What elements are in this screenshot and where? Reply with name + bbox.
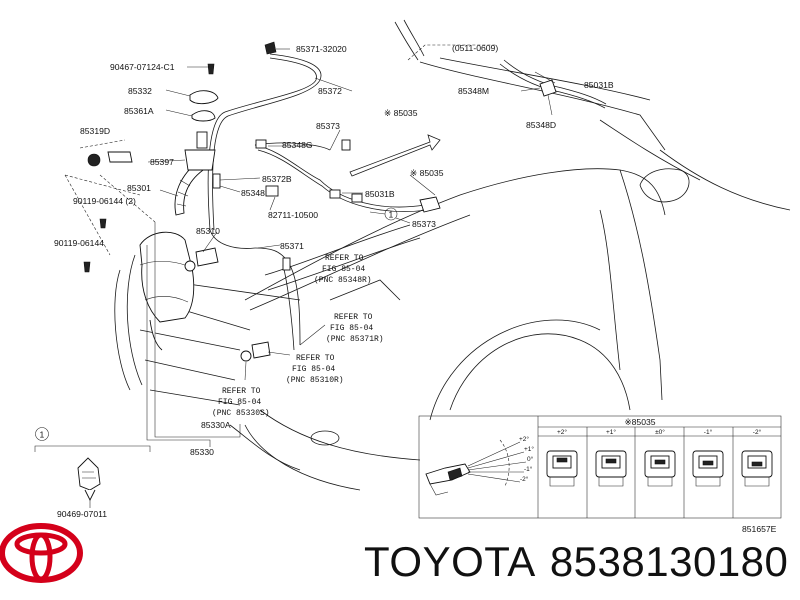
ref-1-line1: REFER TO <box>325 254 364 263</box>
label-85035-low: ※ 85035 <box>410 168 444 178</box>
ref-2-line2: FIG 85-04 <box>330 324 373 333</box>
label-85301: 85301 <box>127 183 151 193</box>
leader-lines <box>146 48 556 447</box>
label-90119-06144-2: 90119-06144 (2) <box>73 196 136 206</box>
label-85031b-top: 85031B <box>584 80 614 90</box>
label-85372b: 85372B <box>262 174 292 184</box>
label-85371-32020: 85371-32020 <box>296 44 347 54</box>
label-85372-top: 85372 <box>318 86 342 96</box>
ref-4-line2: FIG 85-04 <box>218 398 261 407</box>
refer-to-notes: REFER TO FIG 85-04 (PNC 85348R) REFER TO… <box>212 254 384 418</box>
ref-4-line1: REFER TO <box>222 387 261 396</box>
inset-title: ※85035 <box>624 417 655 427</box>
angle-label-2: +1° <box>524 445 534 453</box>
callout-1-detail: 1 <box>40 430 45 440</box>
label-85330a: 85330A <box>201 420 231 430</box>
nozzle-angle-inset: ※85035 +2° +1° ±0° -1° -2° +2° +1° 0° -1… <box>418 415 782 519</box>
nozzle-head-zero <box>644 450 676 487</box>
label-85373-top: 85373 <box>316 121 340 131</box>
label-85319d: 85319D <box>80 126 110 136</box>
label-85332: 85332 <box>128 86 152 96</box>
dashed-context-lines <box>64 44 497 256</box>
nozzle-head-plus1 <box>595 450 627 487</box>
part-number: 8538130180 <box>549 538 789 585</box>
label-90119-06144: 90119-06144 <box>54 238 104 248</box>
inset-col-3: ±0° <box>655 428 665 436</box>
ref-2-line3: (PNC 85371R) <box>326 335 384 344</box>
ref-3-line2: FIG 85-04 <box>292 365 335 374</box>
nozzle-head-plus2 <box>546 450 578 487</box>
inset-col-4: -1° <box>704 428 713 436</box>
label-85348: 85348 <box>241 188 265 198</box>
label-90469-07011: 90469-07011 <box>57 509 107 519</box>
clip-detail: 1 <box>34 427 151 508</box>
label-85330: 85330 <box>190 447 214 457</box>
inset-col-1: +2° <box>557 428 567 436</box>
ref-2-line1: REFER TO <box>334 313 373 322</box>
ref-3-line1: REFER TO <box>296 354 335 363</box>
label-85348m: 85348M <box>458 86 489 96</box>
washer-hoses <box>83 41 607 362</box>
label-85373-low: 85373 <box>412 219 436 229</box>
label-figure-code: 851657E <box>742 524 777 534</box>
label-85031b-low: 85031B <box>365 189 395 199</box>
label-82711-10500: 82711-10500 <box>268 210 318 220</box>
label-85361a: 85361A <box>124 106 154 116</box>
angle-label-1: +2° <box>519 435 529 443</box>
callout-1-hose: 1 <box>389 210 394 220</box>
brand-title: TOYOTA 8538130180 <box>364 538 800 586</box>
inset-col-5: -2° <box>753 428 762 436</box>
angle-label-3: 0° <box>527 455 534 463</box>
toyota-logo <box>0 523 83 583</box>
ref-4-line3: (PNC 85330S) <box>212 409 270 418</box>
label-90467-07124: 90467-07124-C1 <box>110 62 175 72</box>
label-85397: 85397 <box>150 157 174 167</box>
ref-3-line3: (PNC 85310R) <box>286 376 344 385</box>
label-85348g: 85348G <box>282 140 313 150</box>
label-85310: 85310 <box>196 226 220 236</box>
ref-1-line3: (PNC 85348R) <box>314 276 372 285</box>
inset-col-2: +1° <box>606 428 616 436</box>
label-85035-mid: ※ 85035 <box>384 108 418 118</box>
label-85371: 85371 <box>280 241 304 251</box>
part-labels: 90467-07124-C1 85371-32020 85332 85372 8… <box>54 43 777 534</box>
angle-label-5: -2° <box>520 475 529 483</box>
clip-icon <box>77 457 101 491</box>
nozzle-icon <box>425 463 471 485</box>
label-date-range: (0511-0609) <box>452 43 498 53</box>
ref-1-line2: FIG 85-04 <box>322 265 365 274</box>
angle-label-4: -1° <box>524 465 533 473</box>
nozzle-head-minus1 <box>692 450 724 487</box>
label-85348d: 85348D <box>526 120 556 130</box>
brand-name: TOYOTA <box>364 538 536 585</box>
nozzle-head-minus2 <box>741 450 773 487</box>
